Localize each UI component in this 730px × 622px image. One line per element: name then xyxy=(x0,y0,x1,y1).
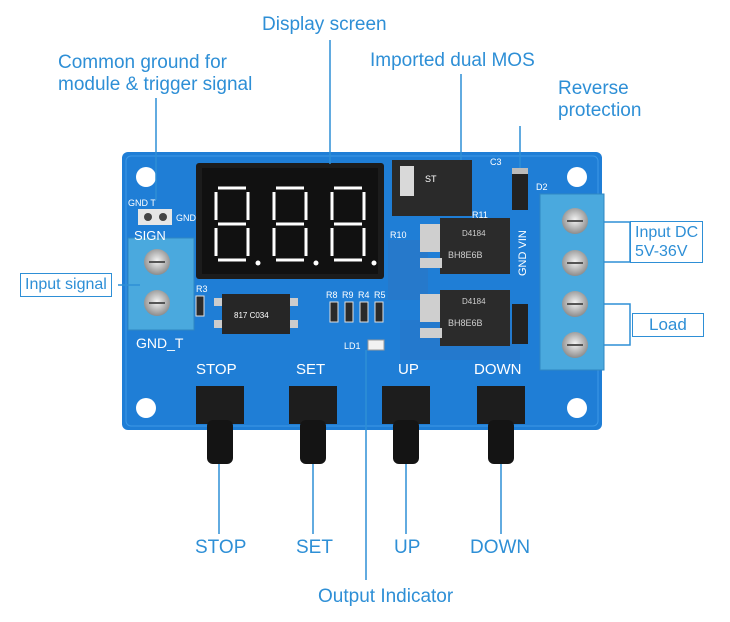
mosfet-1-code: BH8E6B xyxy=(448,250,483,260)
push-button-up[interactable] xyxy=(382,386,430,464)
label-input-signal: Input signal xyxy=(20,273,112,297)
seven-segment-display xyxy=(196,163,384,279)
label-down: DOWN xyxy=(470,537,531,558)
push-button-down[interactable] xyxy=(477,386,525,464)
label-common-ground-2: module & trigger signal xyxy=(58,74,253,95)
mosfet-1 xyxy=(420,218,510,274)
silk-gnd-vin: GND VIN xyxy=(517,230,529,276)
label-reverse-2: protection xyxy=(558,100,642,121)
silk-r10: R10 xyxy=(390,230,407,240)
input-signal-terminal xyxy=(127,237,195,331)
label-load: Load xyxy=(632,313,704,337)
label-input-dc-1: Input DC xyxy=(635,224,699,241)
silk-gnd-t-small: GND T xyxy=(128,198,156,208)
silk-c3: C3 xyxy=(490,157,502,167)
mosfet-1-top: D4184 xyxy=(462,229,486,238)
silk-down: DOWN xyxy=(474,361,522,378)
label-input-dc: Input DC 5V-36V xyxy=(630,221,704,263)
label-up: UP xyxy=(394,537,421,558)
label-reverse-1: Reverse xyxy=(558,78,629,99)
silk-d2: D2 xyxy=(536,182,548,192)
label-common-ground-1: Common ground for xyxy=(58,52,227,73)
reverse-protection-diode xyxy=(512,168,528,210)
optocoupler xyxy=(214,294,298,334)
power-load-terminal xyxy=(539,193,605,371)
push-button-set[interactable] xyxy=(289,386,337,464)
silk-stop: STOP xyxy=(196,361,237,378)
silk-r11: R11 xyxy=(472,210,488,220)
silk-r4: R4 xyxy=(358,290,370,300)
mosfet-2 xyxy=(420,290,510,346)
label-imported-mos: Imported dual MOS xyxy=(370,50,535,71)
silk-r5: R5 xyxy=(374,290,386,300)
silk-gnd: GND xyxy=(176,213,197,223)
mosfet-2-top: D4184 xyxy=(462,297,486,306)
load-diode xyxy=(512,304,528,344)
silk-ld1: LD1 xyxy=(344,341,361,351)
label-stop: STOP xyxy=(195,537,247,558)
mounting-holes xyxy=(136,167,587,418)
label-set: SET xyxy=(296,537,333,558)
silk-r9: R9 xyxy=(342,290,354,300)
silk-r3: R3 xyxy=(196,284,208,294)
silk-opto: 817 C034 xyxy=(234,311,269,320)
silk-sign: SIGN xyxy=(134,228,166,243)
push-button-stop[interactable] xyxy=(196,386,244,464)
label-display-screen: Display screen xyxy=(262,14,387,35)
trigger-header xyxy=(138,209,172,225)
silk-up: UP xyxy=(398,361,419,378)
silk-gnd-t: GND_T xyxy=(136,335,184,351)
resistor-array xyxy=(195,295,384,323)
svg-text:ST: ST xyxy=(425,174,437,184)
voltage-regulator: ST xyxy=(392,160,472,216)
output-led xyxy=(367,339,385,351)
silk-r8: R8 xyxy=(326,290,338,300)
mosfet-2-code: BH8E6B xyxy=(448,318,483,328)
silk-set: SET xyxy=(296,361,325,378)
leader-lines xyxy=(118,40,631,580)
label-output-indicator: Output Indicator xyxy=(318,586,454,607)
label-input-dc-2: 5V-36V xyxy=(635,243,688,260)
